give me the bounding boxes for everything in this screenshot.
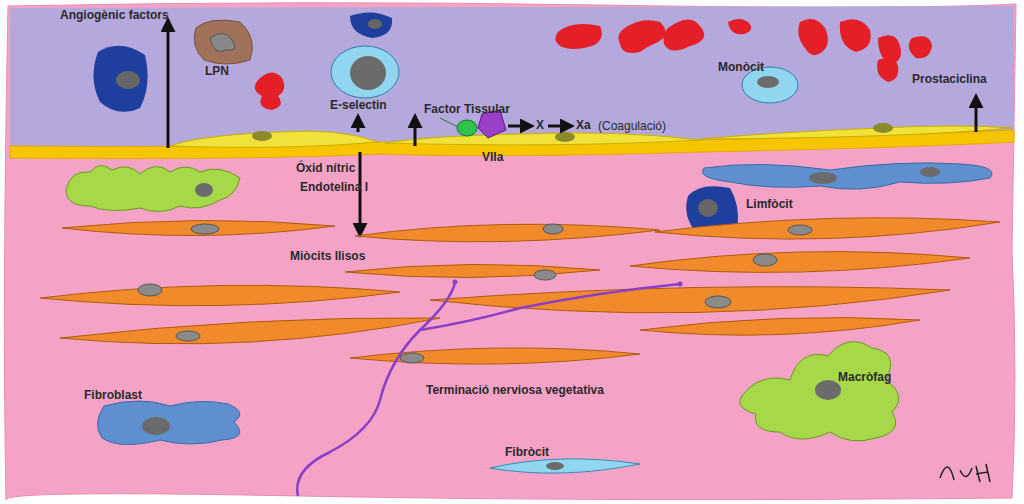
nucleus (195, 183, 213, 197)
macrophage (66, 165, 240, 211)
nucleus (546, 462, 564, 470)
nucleus (368, 19, 382, 29)
tissue (4, 3, 1016, 500)
part-label: E-selectin (330, 98, 387, 112)
part-label: Angiogènic factors (60, 8, 169, 22)
fibrocyte (490, 459, 640, 473)
nerve-ending (297, 282, 680, 496)
part-label: LPN (205, 64, 229, 78)
secretion-arrows (168, 20, 976, 235)
part-label: Terminació nerviosa vegetativa (426, 383, 604, 397)
nuclei (138, 224, 812, 363)
nucleus (555, 132, 575, 142)
leader-line (440, 118, 458, 127)
part-label: Fibroblast (84, 388, 142, 402)
part-label: VIIa (482, 150, 503, 164)
part-label: Limfòcit (746, 197, 793, 211)
nucleus (698, 199, 718, 217)
nucleus (809, 172, 837, 184)
tissue-factor (457, 120, 477, 136)
part-label: Macròfag (838, 370, 891, 384)
nucleus (210, 33, 235, 51)
nucleus (142, 417, 170, 435)
nerve-terminal (678, 282, 683, 287)
lymphocyte (350, 12, 392, 38)
red-blood-cells (255, 19, 932, 110)
nucleus (757, 76, 779, 88)
nucleus (116, 71, 140, 89)
part-label: Monòcit (718, 60, 764, 74)
nucleus (873, 123, 893, 133)
nucleus (350, 56, 386, 90)
part-label: Factor Tissular (424, 102, 510, 116)
part-label: Prostaciclina (912, 72, 987, 86)
nucleus (252, 131, 272, 141)
macrophage (740, 342, 899, 441)
part-label: Fibròcit (505, 445, 549, 459)
monocyte (331, 46, 399, 98)
nerve-terminal (453, 280, 458, 285)
lumen (10, 6, 1014, 151)
part-label: Xa (576, 118, 591, 132)
fibroblast (97, 401, 239, 445)
part-label: (Coagulació) (598, 119, 666, 133)
part-label: Miòcits llisos (290, 249, 365, 263)
part-label: Óxid nítric (296, 161, 355, 175)
lymphocyte (93, 46, 147, 112)
part-label: Endotelina I (300, 180, 368, 194)
fibroblast (702, 163, 992, 189)
part-label: X (536, 118, 544, 132)
signature (940, 464, 990, 482)
nucleus (815, 380, 841, 400)
endothelial-cell (170, 131, 378, 147)
nucleus (920, 167, 940, 177)
neutrophil (194, 20, 252, 64)
endothelial-cell (385, 133, 700, 145)
endothelial-cell (700, 126, 1012, 139)
